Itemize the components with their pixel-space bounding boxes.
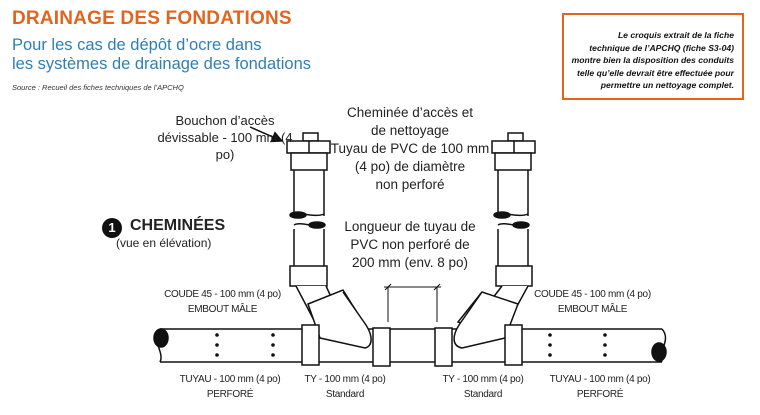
section-number-circle	[102, 218, 122, 238]
label-line: COUDE 45 - 100 mm (4 po)	[534, 289, 651, 300]
note-line: Le croquis extrait de la fiche	[617, 30, 734, 40]
subtitle-line-1: Pour les cas de dépôt d’ocre dans	[12, 36, 262, 54]
length-label: Longueur de tuyau de PVC non perforé de …	[335, 218, 485, 272]
label-line: COUDE 45 - 100 mm (4 po)	[164, 289, 281, 300]
label-line: PERFORÉ	[576, 389, 624, 400]
perforations	[215, 333, 607, 357]
source-italic: de l’APCHQ	[143, 83, 184, 92]
length-label-line: Longueur de tuyau de	[344, 219, 476, 234]
section-number: 1	[108, 220, 116, 235]
label-line: EMBOUT MÂLE	[187, 304, 258, 315]
dimension-marks	[384, 283, 441, 322]
tee-left-label: TY - 100 mm (4 po) Standard	[295, 372, 395, 402]
source-prefix: Source :	[12, 83, 40, 92]
label-line: PERFORÉ	[206, 389, 254, 400]
label-line: TY - 100 mm (4 po)	[442, 374, 524, 385]
label-line: TUYAU - 100 mm (4 po)	[549, 374, 651, 385]
source-text: Recueil des fiches techniques	[39, 83, 144, 92]
chimney-label-line: Tuyau de PVC de 100 mm	[330, 141, 490, 156]
note-line: permettre un nettoyage complet.	[600, 80, 734, 90]
source-credit: Source : Recueil des fiches techniques d…	[12, 83, 184, 92]
subtitle-line-2: les systèmes de drainage des fondations	[12, 55, 312, 73]
label-line: TY - 100 mm (4 po)	[304, 374, 386, 385]
main-horizontal-pipe	[153, 328, 667, 363]
section-title: CHEMINÉES	[130, 217, 226, 234]
note-box: Le croquis extrait de la fiche technique…	[562, 13, 744, 100]
label-line: Standard	[463, 389, 503, 400]
pipe-right-label: TUYAU - 100 mm (4 po) PERFORÉ	[540, 372, 660, 402]
elbow-left-label: COUDE 45 - 100 mm (4 po) EMBOUT MÂLE	[160, 287, 285, 317]
chimney-label-line: non perforé	[375, 177, 445, 192]
chimney-label-line: Cheminée d’accès et	[346, 105, 474, 120]
cap-label-line: dévissable - 100 mm (4 po)	[157, 130, 293, 162]
note-line: telle qu’elle devrait être effectuée pou…	[577, 67, 734, 78]
label-line: TUYAU - 100 mm (4 po)	[179, 374, 281, 385]
pipe-left-label: TUYAU - 100 mm (4 po) PERFORÉ	[170, 372, 290, 402]
label-line: EMBOUT MÂLE	[557, 304, 628, 315]
elbow-right-label: COUDE 45 - 100 mm (4 po) EMBOUT MÂLE	[530, 287, 655, 317]
left-chimney	[286, 132, 391, 367]
cap-label: Bouchon d’accès dévissable - 100 mm (4 p…	[150, 112, 300, 163]
length-label-line: PVC non perforé de	[350, 237, 470, 252]
tee-right-label: TY - 100 mm (4 po) Standard	[433, 372, 533, 402]
cap-arrow	[249, 126, 284, 143]
cap-label-line: Bouchon d’accès	[175, 113, 275, 128]
note-line: technique de l’APCHQ (fiche S3-04)	[589, 42, 734, 53]
length-label-line: 200 mm (env. 8 po)	[351, 255, 469, 270]
right-chimney	[434, 132, 536, 367]
chimney-label: Cheminée d’accès et de nettoyage Tuyau d…	[330, 104, 490, 194]
section-subtitle: (vue en élévation)	[116, 236, 212, 250]
label-line: Standard	[325, 389, 365, 400]
chimney-label-line: (4 po) de diamètre	[354, 159, 466, 174]
chimney-label-line: de nettoyage	[370, 123, 450, 138]
note-line: montre bien la disposition des conduits	[571, 55, 734, 65]
page-title: DRAINAGE DES FONDATIONS	[12, 8, 292, 29]
